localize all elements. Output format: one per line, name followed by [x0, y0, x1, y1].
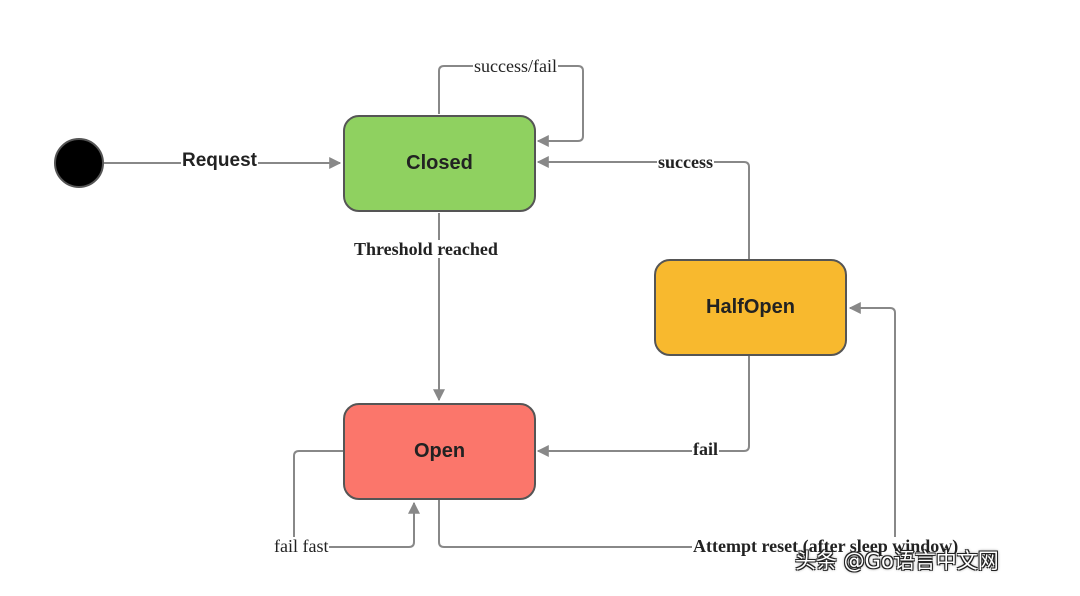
state-open-label: Open: [413, 440, 466, 462]
edge-label-self-loop: success/fail: [473, 56, 558, 76]
state-closed: Closed: [343, 115, 536, 212]
watermark: 头条 @Go语言中文网: [795, 549, 999, 573]
state-closed-label: Closed: [406, 152, 473, 174]
edge-label-request: Request: [181, 150, 258, 171]
edge-label-success: success: [657, 152, 714, 172]
state-open: Open: [343, 403, 536, 500]
edge-label-fail-fast: fail fast: [273, 536, 330, 556]
edge-label-attempt-reset: Attempt reset (after sleep window): [692, 536, 960, 556]
state-halfopen-label: HalfOpen: [706, 296, 795, 318]
edge-success: [536, 156, 750, 259]
edge-label-fail: fail: [692, 439, 719, 459]
edge-self-loop: [438, 65, 584, 147]
state-halfopen: HalfOpen: [654, 259, 847, 356]
edge-label-threshold: Threshold reached: [353, 239, 499, 259]
edge-fail: [536, 356, 750, 457]
initial-state-node: [54, 138, 104, 188]
